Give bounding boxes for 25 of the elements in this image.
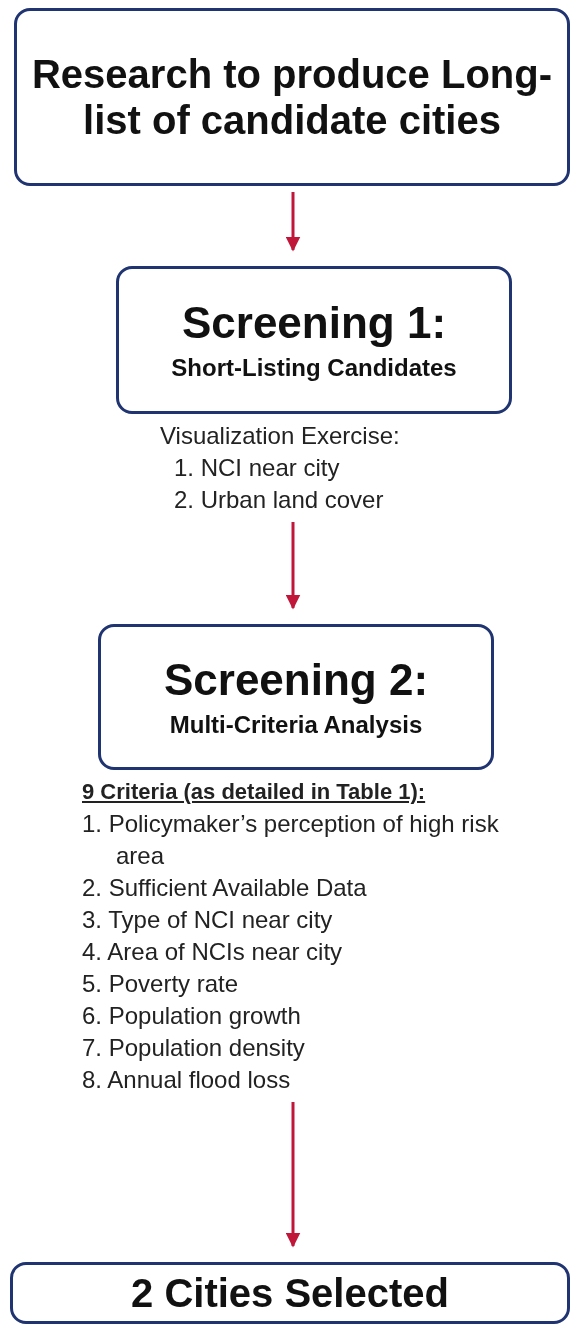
list-item: 4. Area of NCIs near city (82, 937, 344, 967)
box-subtitle: Short-Listing Candidates (171, 354, 457, 383)
list-item: 1. NCI near city (174, 453, 341, 483)
process-box (14, 8, 570, 186)
box-title: 2 Cities Selected (131, 1270, 449, 1316)
list-item: 1. Policymaker’s perception of high risk area (82, 809, 500, 871)
box-title: Screening 2: (163, 654, 429, 706)
box-title: Research to produce Long-list of candidate cities (30, 51, 554, 143)
box-title: Screening 1: (181, 297, 447, 349)
box-subtitle: Multi-Criteria Analysis (169, 711, 423, 740)
list-item: 8. Annual flood loss (82, 1065, 292, 1095)
process-box (10, 1262, 570, 1324)
process-box (98, 624, 494, 770)
arrow (285, 1102, 301, 1248)
process-box (116, 266, 512, 414)
list-item: 5. Poverty rate (82, 969, 240, 999)
list-heading: Visualization Exercise: (160, 421, 401, 451)
arrow (285, 522, 301, 610)
list-item: 6. Population growth (82, 1001, 302, 1031)
list-item: 2. Urban land cover (174, 485, 385, 515)
list-item: 7. Population density (82, 1033, 306, 1063)
arrow (285, 192, 301, 252)
list-item: 3. Type of NCI near city (82, 905, 334, 935)
list-item: 2. Sufficient Available Data (82, 873, 368, 903)
list-heading: 9 Criteria (as detailed in Table 1): (82, 778, 427, 806)
